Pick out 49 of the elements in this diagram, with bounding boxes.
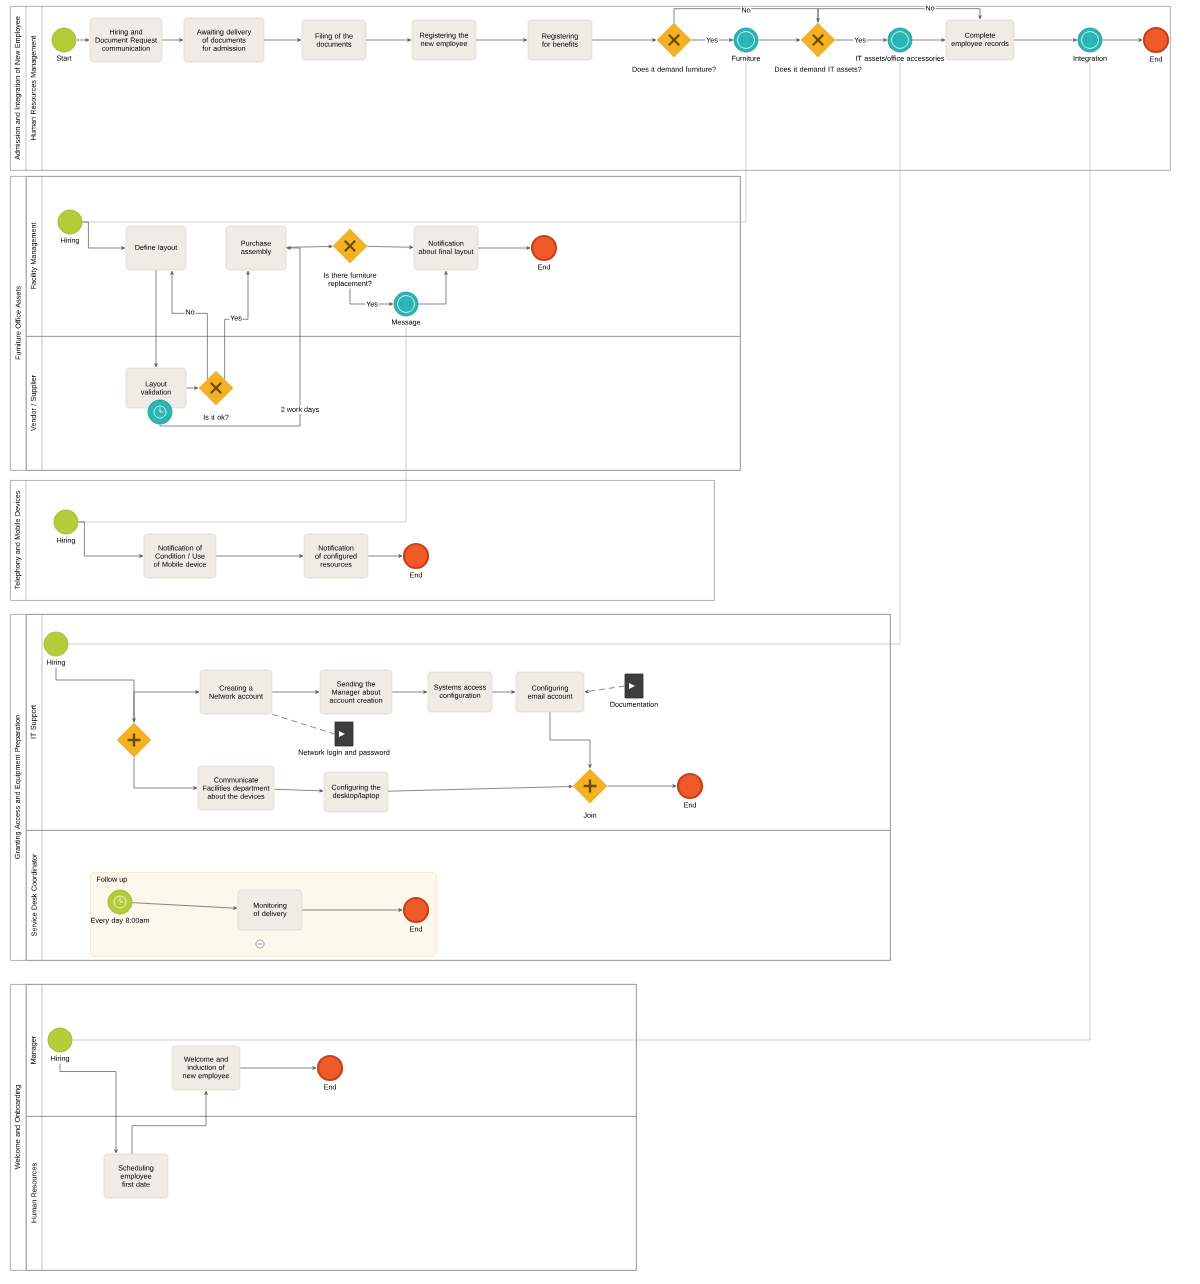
association (584, 685, 625, 694)
sequence-flow (690, 38, 734, 42)
sequence-flow (834, 38, 888, 42)
sequence-flow (170, 270, 208, 380)
gateway-diamond (116, 722, 152, 758)
sequence-flow (215, 554, 304, 558)
sequence-flow (159, 246, 301, 427)
sequence-flow (161, 38, 184, 42)
sequence-flow (758, 38, 801, 42)
sequence-flow (59, 1063, 118, 1154)
sequence-flow (55, 667, 136, 723)
timer-event (147, 399, 173, 425)
sequence-flow (301, 908, 403, 912)
sequence-flow (271, 690, 320, 694)
message-flow (72, 63, 1091, 1041)
sequence-flow (285, 244, 333, 249)
sequence-flow (239, 1066, 317, 1070)
sequence-flow (365, 38, 412, 42)
sequence-flow (391, 690, 428, 694)
sequence-flow (367, 554, 403, 558)
sequence-flow (1102, 38, 1143, 42)
sequence-flow (133, 756, 198, 790)
sequence-flow (76, 38, 90, 42)
sequence-flow (549, 711, 592, 769)
sequence-flow (387, 784, 573, 792)
sequence-flow (1013, 38, 1078, 42)
sequence-flow (132, 902, 238, 910)
sequence-flow (366, 245, 414, 249)
sequence-flow (591, 38, 657, 42)
sequence-flow (349, 288, 394, 306)
association (271, 713, 335, 735)
sequence-flow (78, 521, 144, 558)
sequence-flow (263, 38, 302, 42)
sequence-flow (477, 246, 531, 250)
sequence-flow (606, 784, 677, 788)
sequence-flow (491, 690, 516, 694)
sequence-flow (273, 788, 324, 793)
sequence-flow (475, 38, 528, 42)
message-flow (68, 61, 901, 645)
sequence-flow (133, 690, 200, 724)
sequence-flow (131, 1090, 208, 1155)
sequence-flow (154, 269, 158, 368)
sequence-flow (82, 221, 126, 250)
sequence-flow (418, 270, 448, 305)
sequence-flow (817, 8, 982, 24)
sequence-flow (912, 38, 946, 42)
sequence-flow (224, 270, 250, 380)
sequence-flow (673, 8, 820, 24)
sequence-flow (185, 386, 199, 390)
